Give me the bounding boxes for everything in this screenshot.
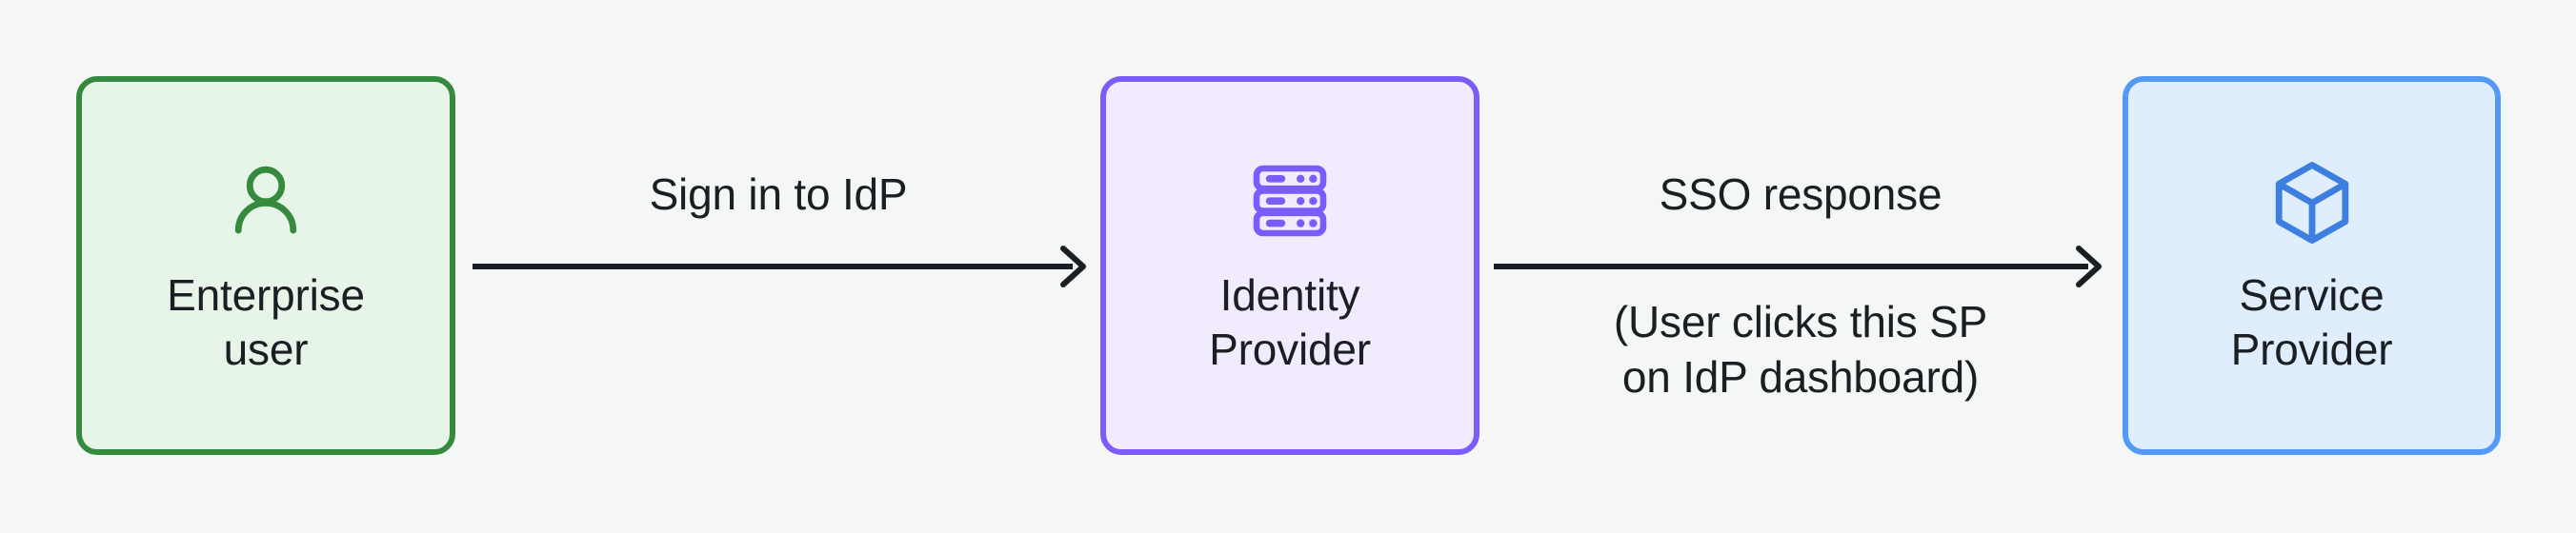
person-icon — [220, 155, 312, 251]
edge-label-sign-in-to-idp: Sign in to IdP — [649, 169, 908, 219]
node-enterprise-user[interactable]: Enterprise user — [76, 76, 455, 455]
edge-label-sso-response: SSO response — [1659, 169, 1942, 219]
node-service-provider[interactable]: Service Provider — [2123, 76, 2501, 455]
arrow-user-to-idp — [473, 246, 1086, 287]
server-rack-icon — [1244, 155, 1336, 251]
node-label-identity-provider: Identity Provider — [1209, 270, 1371, 374]
arrow-idp-to-sp — [1494, 246, 2102, 287]
node-label-service-provider: Service Provider — [2230, 270, 2393, 374]
node-label-enterprise-user: Enterprise user — [167, 270, 365, 374]
cube-icon — [2266, 155, 2358, 251]
node-identity-provider[interactable]: Identity Provider — [1100, 76, 1479, 455]
edge-label-sso-response-note: (User clicks this SP on IdP dashboard) — [1613, 297, 1988, 402]
